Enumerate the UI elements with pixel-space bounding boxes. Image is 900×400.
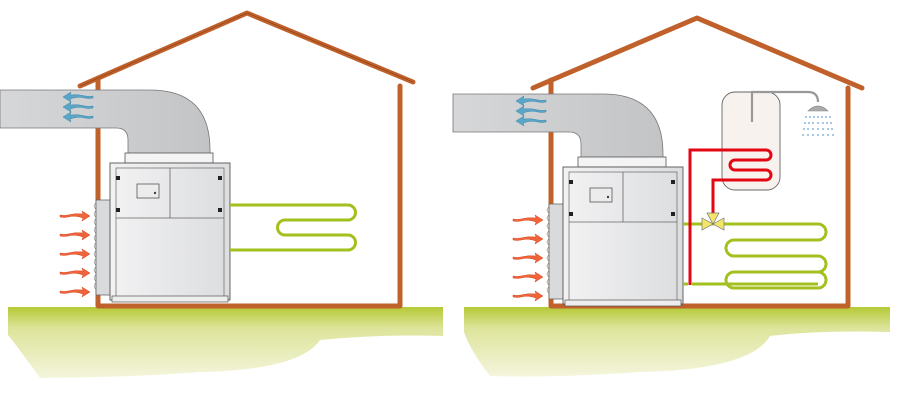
hot-water-pipe bbox=[688, 148, 773, 285]
panel-floor-heating-hot-water bbox=[453, 15, 890, 377]
floor-heating-coil bbox=[683, 222, 828, 290]
house-outline bbox=[530, 15, 865, 309]
shower-head-icon bbox=[807, 105, 829, 112]
heat-pump-unit bbox=[0, 90, 230, 302]
three-way-valve-icon bbox=[701, 212, 725, 231]
panel-floor-heating bbox=[0, 10, 443, 378]
floor-heating-coil bbox=[230, 203, 357, 252]
shower-pipe bbox=[750, 90, 820, 122]
water-drops bbox=[802, 116, 834, 136]
ground bbox=[8, 307, 443, 378]
heat-pump-unit bbox=[453, 94, 683, 306]
ground bbox=[464, 307, 890, 377]
